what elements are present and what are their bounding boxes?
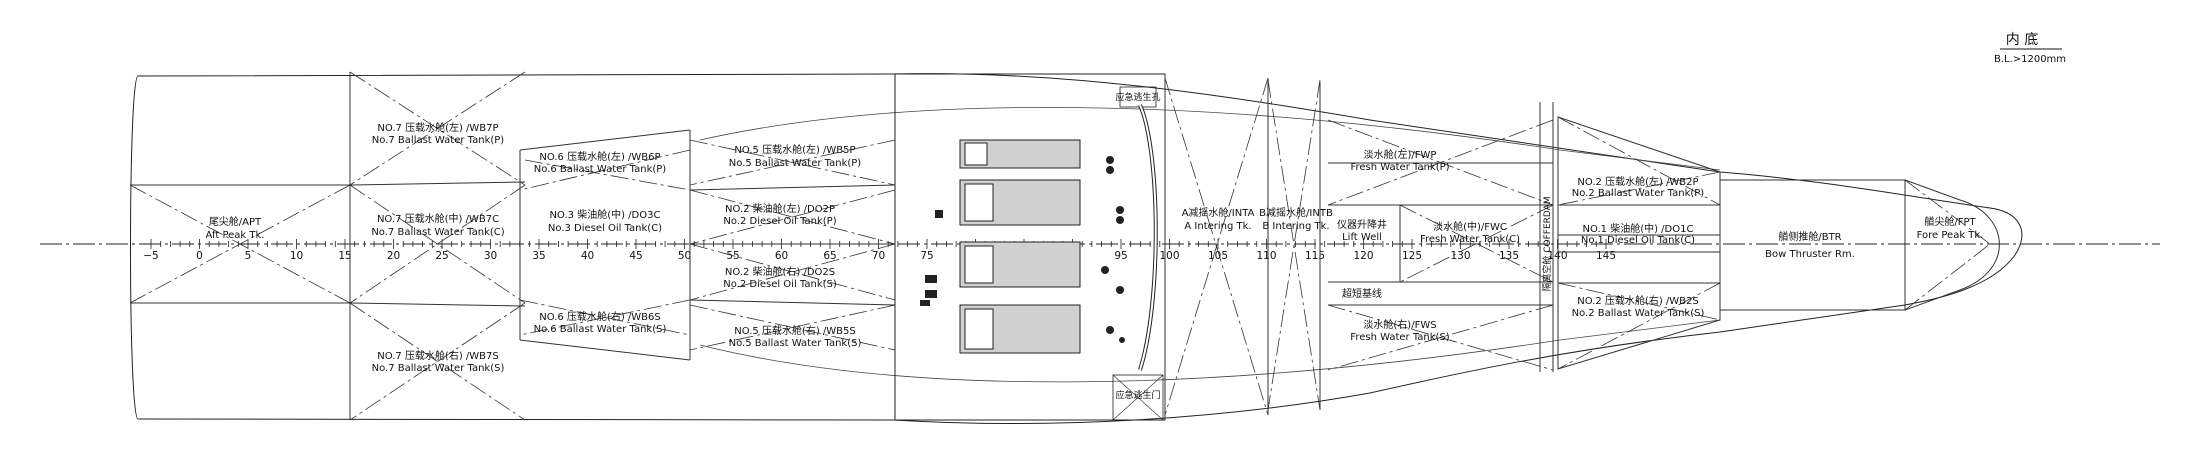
wb6p-label-2: No.6 Ballast Water Tank(P)	[534, 164, 667, 175]
wb5p-label-1: NO.5 压载水舱(左) /WB5P	[734, 143, 855, 156]
wb7c-label-2: No.7 Ballast Water Tank(C)	[371, 227, 504, 238]
frame-tick-label: 110	[1256, 250, 1276, 262]
engine-blocks	[959, 139, 1081, 354]
frame-tick-label: 130	[1450, 250, 1470, 262]
fpt-label-2: Fore Peak Tk.	[1917, 230, 1984, 241]
frame-tick-label: 135	[1499, 250, 1519, 262]
inta-label-1: A减摇水舱/INTA	[1182, 206, 1255, 219]
aft-bulkheads	[130, 72, 896, 420]
do2p-label-1: NO.2 柴油舱(左) /DO2P	[725, 202, 835, 215]
wb6p-label-1: NO.6 压载水舱(左) /WB6P	[539, 150, 660, 163]
do3c-label-1: NO.3 柴油舱(中) /DO3C	[550, 208, 661, 221]
intb-label-1: B减摇水舱/INTB	[1259, 206, 1333, 219]
wb7p-label-1: NO.7 压载水舱(左) /WB7P	[377, 121, 498, 134]
header-subtitle: B.L.>1200mm	[1994, 54, 2066, 65]
cofferdam-label: 隔离空舱 COFFERDAM	[1541, 196, 1553, 291]
wb7p-label-2: No.7 Ballast Water Tank(P)	[372, 135, 505, 146]
header-title: 内 底	[2006, 32, 2038, 48]
btr-label-1: 艏侧推舱/BTR	[1778, 230, 1841, 243]
do2s-label-2: No.2 Diesel Oil Tank(S)	[723, 279, 837, 290]
do2p-label-2: No.2 Diesel Oil Tank(P)	[723, 216, 836, 227]
exhaust-pipe-inner	[1139, 104, 1157, 371]
sheer-line-port	[699, 107, 1721, 171]
wb2s-label-2: No.2 Ballast Water Tank(S)	[1572, 308, 1705, 319]
do3c-label-2: No.3 Diesel Oil Tank(C)	[548, 223, 662, 234]
engine-auxiliaries	[920, 156, 1125, 343]
sonar-label: 超短基线	[1342, 287, 1382, 300]
wb7c-label-1: NO.7 压载水舱(中) /WB7C	[377, 212, 499, 225]
frame-tick-label: 5	[245, 250, 252, 262]
liftwell-label-1: 仪器升降井	[1337, 218, 1387, 231]
frame-ticks: −505101520253035404550556065707580859095…	[143, 239, 1616, 262]
do2s-label-1: NO.2 柴油舱(右) /DO2S	[725, 265, 835, 278]
frame-tick-label: 20	[387, 250, 400, 262]
tank-diagonals	[129, 71, 896, 421]
wb2p-label-1: NO.2 压载水舱(左) /WB2P	[1577, 175, 1698, 188]
frame-tick-label: 35	[532, 250, 545, 262]
frame-tick-label: −5	[143, 250, 158, 262]
fws-label-1: 淡水舱(右)/FWS	[1363, 318, 1436, 331]
wb7s-label-2: No.7 Ballast Water Tank(S)	[372, 363, 505, 374]
mid-diagonals	[1164, 77, 1554, 416]
frame-tick-label: 0	[196, 250, 203, 262]
btr-label-2: Bow Thruster Rm.	[1765, 249, 1855, 260]
do1c-label-1: NO.1 柴油舱(中) /DO1C	[1583, 222, 1694, 235]
frame-tick-label: 60	[775, 250, 788, 262]
frame-tick-label: 65	[823, 250, 836, 262]
escape-hatch-label: 应急逃生孔	[1115, 91, 1160, 103]
inta-label-2: A Intering Tk.	[1184, 221, 1251, 232]
do1c-label-2: No.1 Diesel Oil Tank(C)	[1581, 235, 1695, 246]
mid-bulkheads	[1164, 74, 1554, 420]
apt-label-2: Aft Peak Tk.	[206, 230, 265, 241]
fwc-label-2: Fresh Water Tank(C)	[1420, 234, 1520, 245]
escape-door-diag2	[1112, 374, 1164, 421]
fwp-label-2: Fresh Water Tank(P)	[1350, 162, 1449, 173]
liftwell-label-2: Lift Well	[1342, 232, 1382, 243]
fwp-label-1: 淡水舱(左)/FWP	[1364, 148, 1437, 161]
escape-hatch-top	[1119, 86, 1157, 108]
frame-tick-label: 15	[338, 250, 351, 262]
frame-tick-label: 120	[1353, 250, 1373, 262]
frame-tick-label: 70	[872, 250, 885, 262]
fwc-label-1: 淡水舱(中)/FWC	[1433, 220, 1507, 233]
wb7s-label-1: NO.7 压载水舱(右) /WB7S	[377, 349, 498, 362]
frame-tick-label: 115	[1305, 250, 1325, 262]
frame-tick-label: 40	[581, 250, 594, 262]
escape-door-box	[1112, 374, 1164, 421]
wb2s-label-1: NO.2 压载水舱(右) /WB2S	[1577, 294, 1698, 307]
tank-labels: NO.7 压载水舱(左) /WB7P No.7 Ballast Water Ta…	[206, 121, 1984, 374]
fpt-label-1: 艏尖舱/FPT	[1924, 215, 1976, 228]
wb2p-label-2: No.2 Ballast Water Tank(P)	[1572, 188, 1705, 199]
wb6s-label-1: NO.6 压载水舱(右) /WB6S	[539, 310, 660, 323]
wb5s-label-1: NO.5 压载水舱(右) /WB5S	[734, 324, 855, 337]
fwd-diagonals	[1557, 116, 1991, 370]
frame-tick-label: 45	[629, 250, 642, 262]
intb-label-2: B Intering Tk.	[1262, 221, 1329, 232]
frame-tick-label: 25	[435, 250, 448, 262]
frame-tick-label: 125	[1402, 250, 1422, 262]
frame-tick-label: 100	[1159, 250, 1179, 262]
apt-label-1: 尾尖舱/APT	[209, 215, 262, 228]
escape-door-label: 应急逃生门	[1115, 389, 1160, 401]
fwd-bulkheads	[1557, 116, 2000, 370]
sheer-line-stbd	[699, 319, 1721, 383]
frame-tick-label: 145	[1596, 250, 1616, 262]
frame-tick-label: 95	[1114, 250, 1127, 262]
frame-tick-label: 50	[678, 250, 691, 262]
wb5s-label-2: No.5 Ballast Water Tank(S)	[729, 338, 862, 349]
wb6s-label-2: No.6 Ballast Water Tank(S)	[534, 324, 667, 335]
wb5p-label-2: No.5 Ballast Water Tank(P)	[729, 158, 862, 169]
frame-tick-label: 30	[484, 250, 497, 262]
frame-tick-label: 10	[290, 250, 303, 262]
fws-label-2: Fresh Water Tank(S)	[1350, 332, 1449, 343]
svg-text:隔离空舱 COFFERDAM: 隔离空舱 COFFERDAM	[1541, 196, 1553, 291]
frame-tick-label: 75	[920, 250, 933, 262]
